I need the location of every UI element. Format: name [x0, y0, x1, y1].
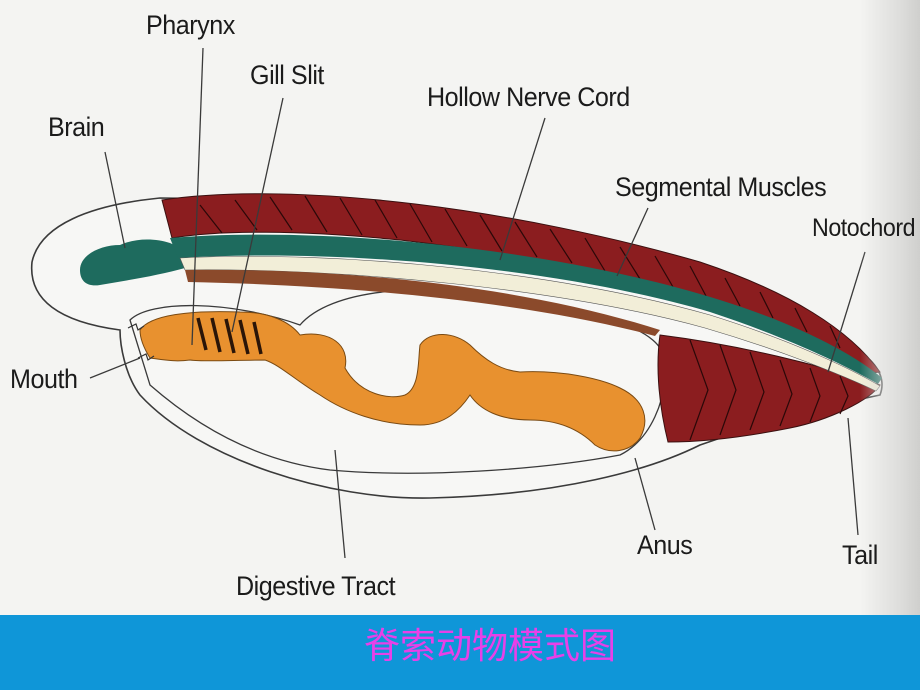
page-edge-shadow	[860, 0, 920, 615]
label-tail: Tail	[842, 540, 878, 570]
digestive-tract-shape	[139, 311, 646, 452]
caption-text: 脊索动物模式图	[363, 626, 616, 667]
leader-lines	[89, 47, 866, 559]
label-brain: Brain	[48, 112, 105, 142]
brain-shape	[80, 239, 185, 286]
chordate-diagram	[30, 47, 883, 559]
label-digestive-tract: Digestive Tract	[236, 571, 396, 601]
muscle-segment-lines	[199, 195, 849, 441]
label-notochord: Notochord	[812, 214, 916, 242]
label-segmental-muscles: Segmental Muscles	[615, 172, 827, 202]
label-mouth: Mouth	[10, 364, 78, 394]
label-pharynx: Pharynx	[146, 10, 235, 40]
label-anus: Anus	[637, 530, 693, 560]
nerve-cord-shape	[170, 234, 882, 384]
dorsal-strip	[185, 269, 660, 336]
label-hollow-nerve-cord: Hollow Nerve Cord	[427, 82, 630, 112]
ventral-muscle-band	[657, 334, 881, 443]
caption-bar	[0, 615, 920, 690]
mouth-cirri	[127, 323, 155, 361]
gill-slits	[196, 317, 263, 355]
label-gill-slit: Gill Slit	[250, 60, 324, 90]
